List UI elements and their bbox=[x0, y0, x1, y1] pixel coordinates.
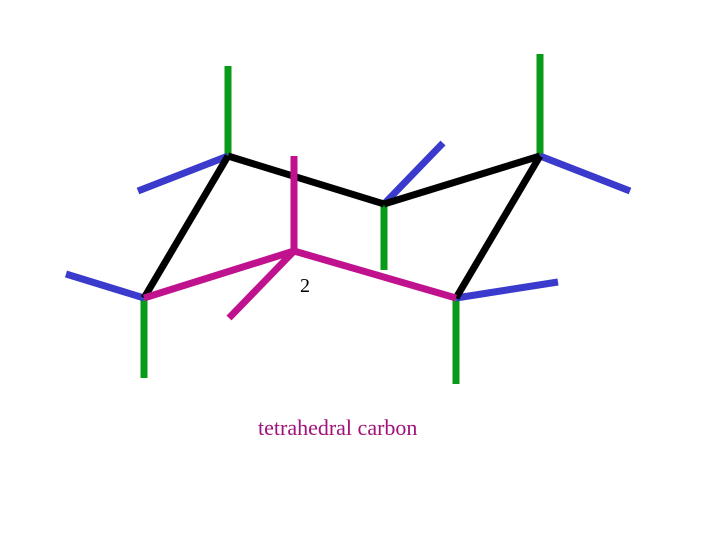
ring-bond-c1-c6 bbox=[140, 154, 232, 300]
equatorial-bond-c6 bbox=[64, 270, 146, 302]
equatorial-bond-c2 bbox=[226, 248, 297, 321]
equatorial-bond-c5 bbox=[538, 152, 632, 195]
carbon-number-label: 2 bbox=[300, 275, 310, 297]
equatorial-bonds bbox=[64, 140, 632, 302]
ring-bond-c4-c5 bbox=[382, 152, 542, 208]
diagram-caption: tetrahedral carbon bbox=[258, 415, 417, 440]
ring-bond-c5-c3 bbox=[452, 154, 544, 300]
ring-bond-c1-c4 bbox=[226, 152, 386, 208]
ring-bond-c2-c3 bbox=[293, 247, 457, 302]
ring-back-bonds bbox=[140, 152, 544, 300]
tetrahedral-carbon-bonds bbox=[142, 156, 457, 321]
ring-bond-c6-c2 bbox=[142, 247, 296, 302]
equatorial-bond-c4 bbox=[381, 140, 446, 207]
axial-bonds bbox=[140, 54, 544, 384]
equatorial-bond-c3 bbox=[455, 278, 559, 302]
equatorial-bond-c1 bbox=[136, 152, 230, 195]
